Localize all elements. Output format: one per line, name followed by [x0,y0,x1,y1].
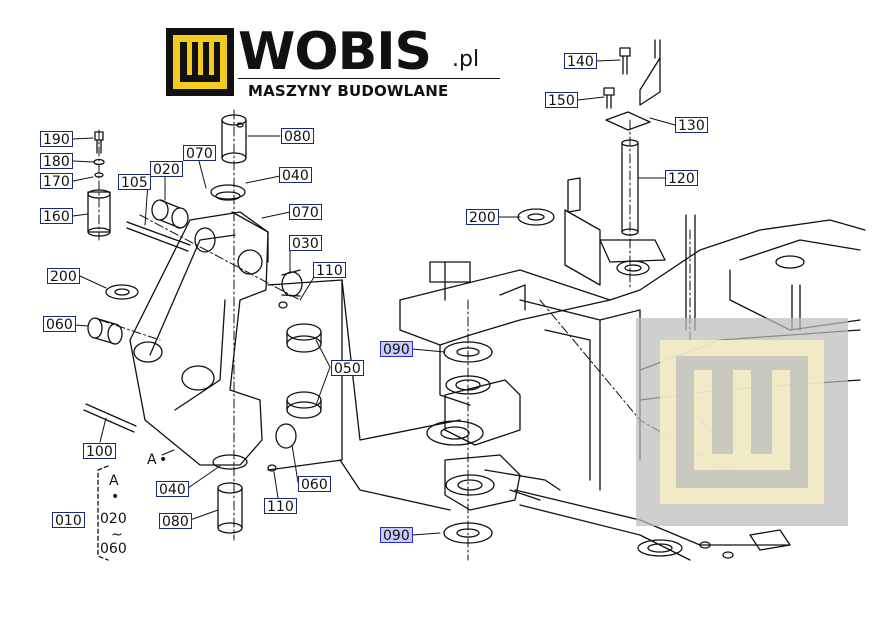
assembly-range-tilde: ~ [111,527,123,543]
callout-030[interactable]: 030 [289,235,322,252]
callout-020[interactable]: 020 [150,161,183,178]
callout-160[interactable]: 160 [40,208,73,225]
logo-brand-name: WOBIS [238,22,432,82]
callout-040-lower[interactable]: 040 [156,481,189,498]
callout-110-lower[interactable]: 110 [264,498,297,515]
assembly-range-start: 020 [100,511,127,527]
callout-180[interactable]: 180 [40,153,73,170]
callout-130[interactable]: 130 [675,117,708,134]
callout-070-right[interactable]: 070 [289,204,322,221]
callout-200-right[interactable]: 200 [466,209,499,226]
leader-lines [72,59,676,536]
callout-150[interactable]: 150 [545,92,578,109]
callout-140[interactable]: 140 [564,53,597,70]
ref-bullet: • [159,452,168,468]
logo-tagline: MASZYNY BUDOWLANE [248,82,449,100]
callout-060-left[interactable]: 060 [43,316,76,333]
brand-logo [166,28,234,96]
assembly-range-end: 060 [100,541,127,557]
assembly-bullet: • [111,489,120,505]
callout-010[interactable]: 010 [52,512,85,529]
watermark-logo [636,318,848,526]
logo-w-mark [173,35,227,89]
callout-060-lower[interactable]: 060 [298,476,331,493]
callout-170[interactable]: 170 [40,173,73,190]
callout-080-lower[interactable]: 080 [159,513,192,530]
callout-100[interactable]: 100 [83,443,116,460]
callout-080-upper[interactable]: 080 [281,128,314,145]
callout-190[interactable]: 190 [40,131,73,148]
callout-090-lower[interactable]: 090 [380,527,413,544]
callout-090-upper[interactable]: 090 [380,341,413,358]
callout-110-upper[interactable]: 110 [313,262,346,279]
callout-070-upper[interactable]: 070 [183,145,216,162]
callout-040-upper[interactable]: 040 [279,167,312,184]
swing-bracket-drawing [83,109,461,561]
small-parts-right [443,47,651,544]
callout-200-left[interactable]: 200 [47,268,80,285]
callout-120[interactable]: 120 [665,170,698,187]
ref-letter-a: A [147,452,157,468]
callout-105[interactable]: 105 [118,174,151,191]
logo-domain-suffix: .pl [452,47,480,72]
assembly-ref-letter: A [109,473,119,489]
logo-divider [238,78,500,79]
callout-050[interactable]: 050 [331,360,364,377]
